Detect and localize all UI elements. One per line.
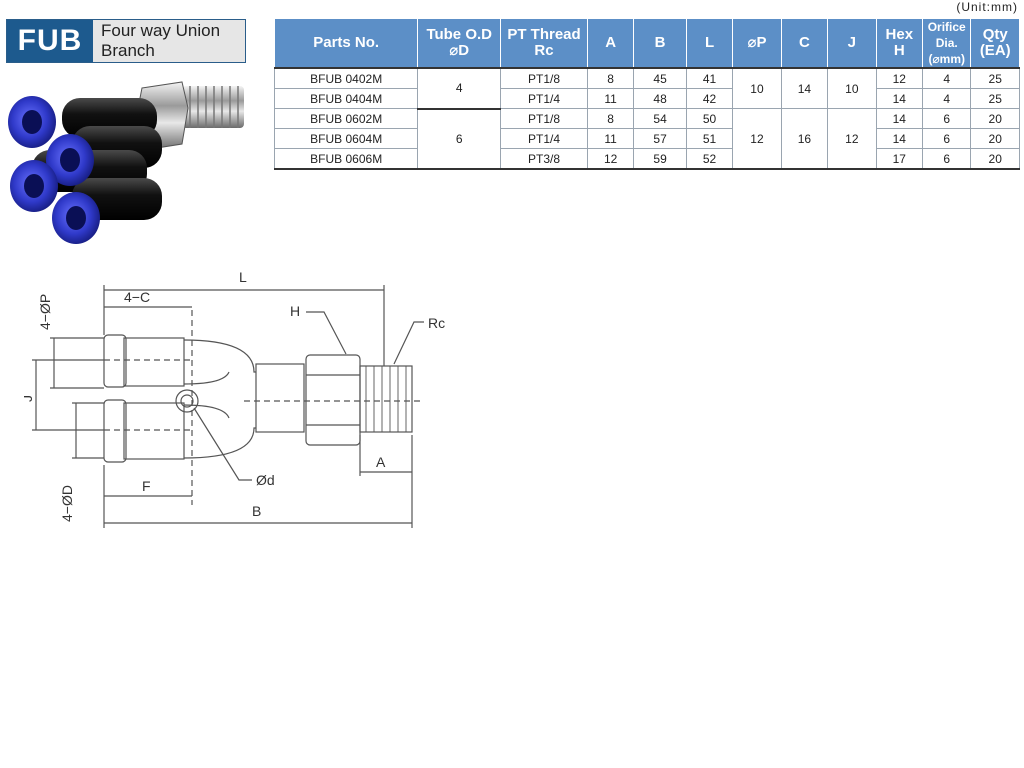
cell-part: BFUB 0404M (273, 88, 419, 109)
col-c: C (780, 18, 829, 69)
cell-a: 11 (586, 88, 635, 109)
cell-c: 14 (780, 67, 829, 109)
cell-l: 50 (685, 108, 734, 129)
cell-c: 16 (780, 108, 829, 170)
col-a: A (586, 18, 635, 69)
cell-part: BFUB 0606M (273, 148, 419, 170)
cell-p: 10 (732, 67, 782, 109)
cell-l: 42 (685, 88, 734, 109)
col-j: J (827, 18, 877, 69)
cell-j: 12 (827, 108, 877, 170)
col-tube-od: Tube O.D⌀D (417, 18, 502, 69)
cell-orifice: 4 (921, 67, 972, 89)
cell-hex: 14 (875, 128, 924, 149)
table-row: BFUB 0606M PT3/8 12 59 52 17 6 20 (273, 148, 1020, 170)
cell-qty: 20 (970, 108, 1020, 129)
dimension-drawing: L 4−C H Rc 4−ØP J 4−ØD F Ød A B (24, 269, 445, 528)
cell-l: 41 (685, 67, 734, 89)
cell-l: 52 (685, 148, 734, 170)
cell-b: 45 (633, 67, 687, 89)
cell-qty: 25 (970, 88, 1020, 109)
label-h: H (290, 303, 300, 319)
label-d: Ød (256, 472, 275, 488)
cell-b: 59 (633, 148, 687, 170)
label-b: B (252, 503, 261, 519)
col-orifice: Orifice Dia.(⌀mm) (921, 18, 972, 69)
cell-orifice: 4 (921, 88, 972, 109)
cell-thread: PT1/8 (500, 108, 588, 129)
table-row: BFUB 0402M 4 PT1/8 8 45 41 10 14 10 12 4… (273, 67, 1020, 110)
cell-part: BFUB 0402M (273, 67, 419, 89)
col-l: L (685, 18, 734, 69)
fitting-outline (103, 334, 413, 463)
col-qty: Qty(EA) (970, 18, 1020, 69)
col-p: ⌀P (732, 18, 782, 69)
cell-b: 57 (633, 128, 687, 149)
label-a: A (376, 454, 386, 470)
table-row: BFUB 0604M PT1/4 11 57 51 14 6 20 (273, 128, 1020, 149)
product-header: FUB Four way Union Branch (6, 19, 246, 63)
cell-tube-od: 4 (417, 67, 502, 110)
col-parts-no: Parts No. (273, 18, 419, 69)
cell-hex: 17 (875, 148, 924, 170)
label-j: J (24, 395, 35, 402)
cell-a: 8 (586, 67, 635, 89)
cell-a: 8 (586, 108, 635, 129)
cell-p: 12 (732, 108, 782, 170)
label-4p: 4−ØP (37, 294, 53, 330)
label-rc: Rc (428, 315, 445, 331)
cell-part: BFUB 0602M (273, 108, 419, 129)
cell-b: 54 (633, 108, 687, 129)
cell-orifice: 6 (921, 108, 972, 129)
unit-note: (Unit:mm) (956, 0, 1018, 14)
label-4d: 4−ØD (59, 485, 75, 522)
cell-hex: 12 (875, 67, 924, 89)
cell-thread: PT1/8 (500, 67, 588, 89)
cell-hex: 14 (875, 88, 924, 109)
table-row: BFUB 0404M PT1/4 11 48 42 14 4 25 (273, 88, 1020, 109)
cell-thread: PT3/8 (500, 148, 588, 170)
label-l: L (239, 269, 247, 285)
cell-qty: 20 (970, 148, 1020, 170)
label-4c: 4−C (124, 289, 150, 305)
product-title: Four way Union Branch (93, 20, 245, 62)
label-f: F (142, 478, 151, 494)
product-photo (8, 81, 244, 244)
cell-a: 11 (586, 128, 635, 149)
cell-orifice: 6 (921, 128, 972, 149)
cell-qty: 25 (970, 67, 1020, 89)
cell-b: 48 (633, 88, 687, 109)
cell-j: 10 (827, 67, 877, 109)
cell-tube-od: 6 (417, 108, 502, 170)
table-row: BFUB 0602M 6 PT1/8 8 54 50 12 16 12 14 6… (273, 108, 1020, 170)
cell-l: 51 (685, 128, 734, 149)
dimension-lines (32, 285, 424, 528)
cell-part: BFUB 0604M (273, 128, 419, 149)
cell-hex: 14 (875, 108, 924, 129)
center-lines (104, 310, 424, 505)
cell-thread: PT1/4 (500, 128, 588, 149)
product-code: FUB (7, 20, 93, 62)
thread-stem (182, 86, 244, 128)
cell-qty: 20 (970, 128, 1020, 149)
col-b: B (633, 18, 687, 69)
cell-a: 12 (586, 148, 635, 170)
collet-rings (8, 96, 100, 244)
cell-thread: PT1/4 (500, 88, 588, 109)
cell-orifice: 6 (921, 148, 972, 170)
